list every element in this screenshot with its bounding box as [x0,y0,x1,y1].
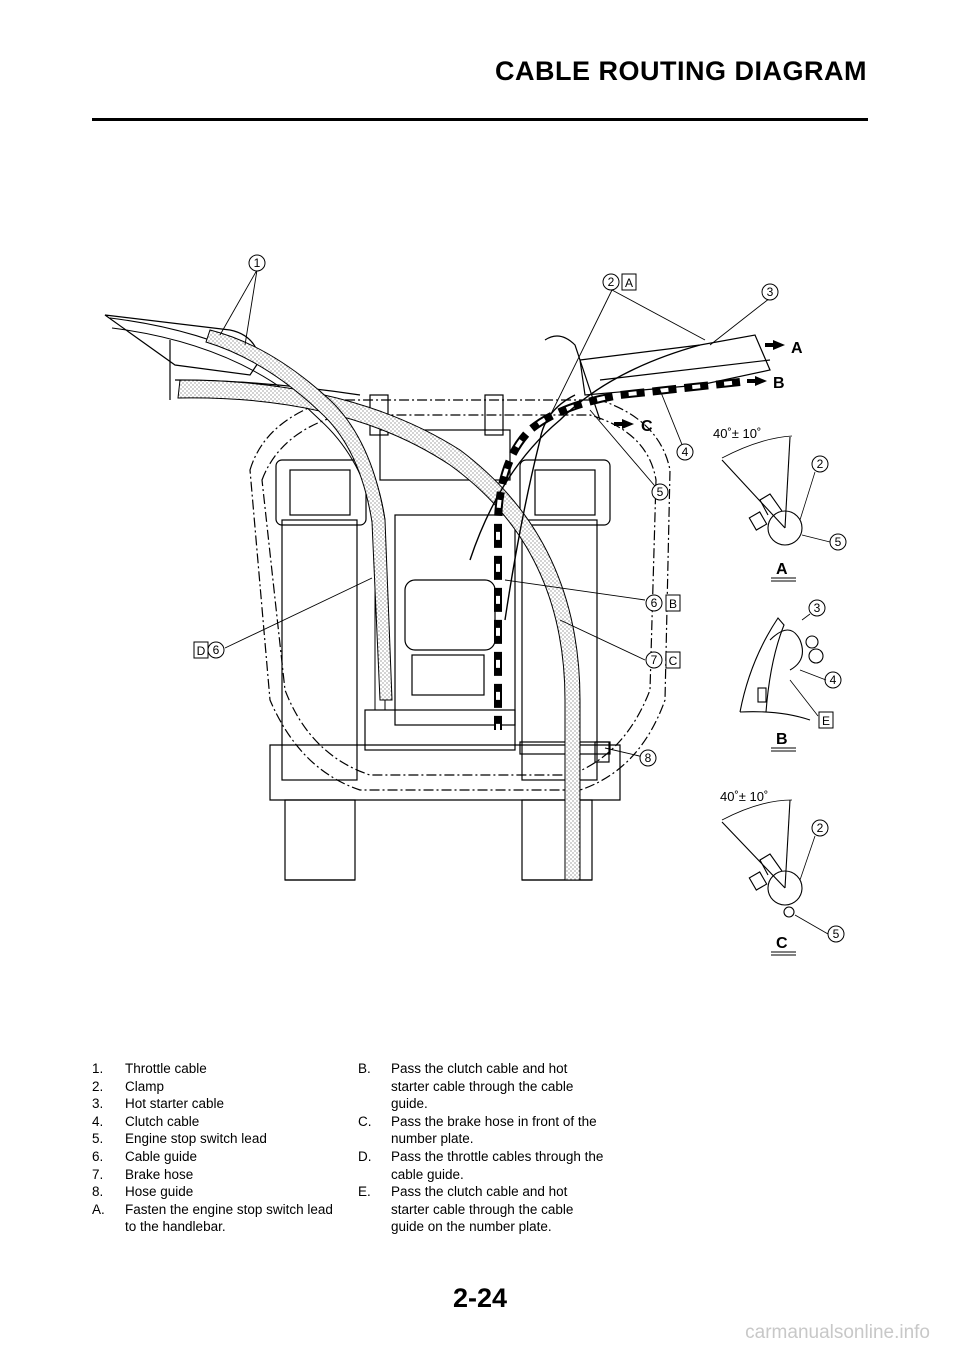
callout-2-detail-a: 2 [817,457,824,471]
callout-2: 2 [608,275,615,289]
legend-key: 4. [92,1113,104,1129]
legend-text: Clutch cable [125,1113,200,1129]
detail-label-c: C [776,935,788,952]
legend-text: Fasten the engine stop switch lead to th… [125,1201,333,1235]
callout-3: 3 [767,285,774,299]
callout-5-detail-a: 5 [835,535,842,549]
legend-item: 6. Cable guide [92,1148,342,1166]
legend-item: C. Pass the brake hose in front of the nu… [358,1113,608,1148]
brake-hose [177,379,581,881]
hot-starter-cable [469,344,701,561]
legend-text: Pass the clutch cable and hot starter ca… [391,1184,574,1235]
legend-text: Engine stop switch lead [125,1131,267,1147]
angle-label-a: 40˚± 10˚ [713,426,761,441]
callout-8: 8 [645,751,652,765]
angle-label-c: 40˚± 10˚ [720,789,768,804]
legend-key: E. [358,1184,371,1200]
callout-6: 6 [651,596,658,610]
detail-view-c [721,799,829,935]
legend-text: Hose guide [125,1184,194,1200]
tag-d: D [197,644,206,658]
callout-1: 1 [254,256,261,270]
legend-key: D. [358,1148,372,1164]
legend-item: 5. Engine stop switch lead [92,1130,342,1148]
legend-key: 3. [92,1096,104,1112]
legend-text: Brake hose [125,1166,194,1182]
direction-arrows [614,340,785,429]
detail-view-b [739,613,827,721]
legend-item: B. Pass the clutch cable and hot starter … [358,1060,608,1113]
detail-label-a: A [776,561,788,578]
legend-text: Clamp [125,1078,165,1094]
engine-stop-switch-lead [504,394,576,621]
leader-lines [219,269,771,759]
tag-a: A [625,276,633,290]
arrow-label-a: A [791,340,803,357]
legend-item: 7. Brake hose [92,1166,342,1184]
throttle-cable [205,329,393,701]
cable-routing-diagram: A B C 1 2 3 4 5 6 7 8 6 2 5 3 4 2 5 [104,254,847,956]
detail-label-b: B [776,731,788,748]
legend-text: Pass the clutch cable and hot starter ca… [391,1061,574,1112]
legend-item: 2. Clamp [92,1078,342,1096]
legend-item: 4. Clutch cable [92,1113,342,1131]
legend-left-column: 1. Throttle cable 2. Clamp 3. Hot starter c… [92,1060,342,1236]
legend-key: B. [358,1061,371,1076]
legend-item: D. Pass the throttle cables through the c… [358,1148,608,1183]
legend-text: Cable guide [125,1148,198,1164]
legend-key: 8. [92,1184,104,1200]
arrow-label-b: B [773,375,785,392]
callout-4-detail-b: 4 [830,673,837,687]
tag-c: C [669,654,678,668]
legend-key: 7. [92,1166,104,1182]
legend-item: A. Fasten the engine stop switch lead to … [92,1201,342,1236]
tag-b: B [669,597,677,611]
page-title: CABLE ROUTING DIAGRAM [495,56,867,86]
callout-4: 4 [682,445,689,459]
legend-key: C. [358,1113,372,1129]
letter-tag-boxes [193,273,834,729]
callout-6-left: 6 [213,643,220,657]
legend-right-column: B. Pass the clutch cable and hot starter … [358,1060,608,1236]
detail-view-a [721,435,831,546]
legend-key: 1. [92,1061,104,1076]
legend-key: A. [92,1201,105,1217]
legend-text: Pass the brake hose in front of the numb… [391,1113,597,1147]
legend-text: Throttle cable [125,1061,207,1076]
page-number: 2-24 [452,1283,508,1313]
legend-text: Hot starter cable [125,1096,225,1112]
header-rule [92,118,868,121]
callout-7: 7 [651,653,658,667]
legend-text: Pass the throttle cables through the cab… [391,1148,604,1182]
legend-key: 5. [92,1131,104,1147]
callout-3-detail-b: 3 [814,601,821,615]
legend-item: 1. Throttle cable [92,1060,342,1078]
watermark: carmanualsonline.info [745,1322,930,1343]
legend-item: E. Pass the clutch cable and hot starter … [358,1183,608,1236]
legend-item: 3. Hot starter cable [92,1095,342,1113]
callout-5: 5 [657,485,664,499]
clutch-cable [494,378,741,730]
legend-item: 8. Hose guide [92,1183,342,1201]
tag-e: E [822,714,830,728]
callout-2-detail-c: 2 [817,821,824,835]
legend-key: 2. [92,1078,104,1094]
callout-circles [207,254,847,943]
arrow-label-c: C [641,418,653,435]
legend-key: 6. [92,1148,104,1164]
callout-5-detail-c: 5 [833,927,840,941]
